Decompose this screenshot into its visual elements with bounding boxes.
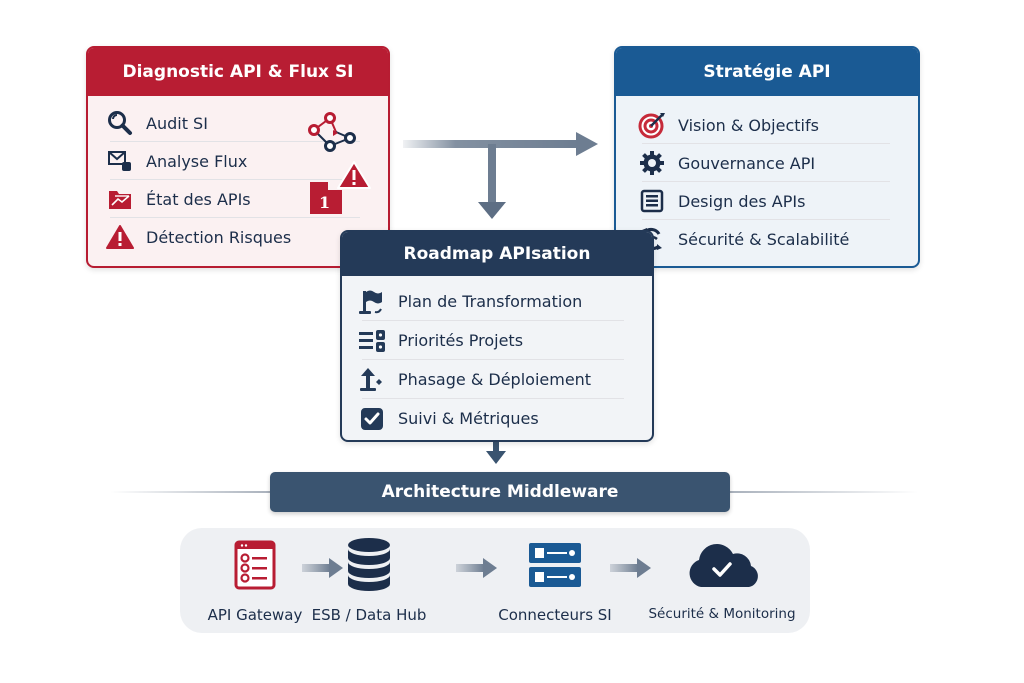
roadmap-item-label: Suivi & Métriques — [398, 409, 539, 428]
strategy-card: Stratégie API Vision & Objectifs Gouvern… — [614, 46, 920, 268]
mail-flow-icon — [106, 147, 134, 175]
arrow-down-head — [478, 202, 506, 219]
deploy-icon — [358, 366, 386, 394]
strategy-item-label: Sécurité & Scalabilité — [678, 229, 850, 249]
middleware-title: Architecture Middleware — [270, 472, 730, 512]
diagnostic-item-etat: État des APIs — [106, 180, 374, 218]
roadmap-item-label: Plan de Transformation — [398, 292, 583, 311]
diagnostic-item-label: Détection Risques — [146, 227, 292, 247]
strategy-item-label: Vision & Objectifs — [678, 115, 819, 135]
strategy-item-vision: Vision & Objectifs — [638, 106, 904, 144]
diagnostic-title: Diagnostic API & Flux SI — [88, 48, 388, 96]
component-securite-monitoring: Sécurité & Monitoring — [644, 536, 800, 622]
strategy-item-label: Gouvernance API — [678, 153, 816, 173]
magnifier-icon — [106, 109, 134, 137]
arrow-down-to-middleware — [486, 440, 506, 464]
strategy-item-design: Design des APIs — [638, 182, 904, 220]
component-api-gateway: API Gateway — [180, 536, 330, 624]
diagnostic-item-audit: Audit SI — [106, 104, 374, 142]
roadmap-item-label: Priorités Projets — [398, 331, 524, 350]
strategy-item-securite: Sécurité & Scalabilité — [638, 220, 904, 258]
strategy-title: Stratégie API — [616, 48, 918, 96]
flag-icon — [358, 288, 386, 316]
diagnostic-item-flux: Analyse Flux — [106, 142, 374, 180]
roadmap-item-priorites: Priorités Projets — [358, 321, 638, 360]
component-label: API Gateway — [207, 606, 303, 624]
arrow-right-icon — [302, 558, 343, 578]
arrow-right-icon — [456, 558, 497, 578]
diagnostic-item-label: Audit SI — [146, 113, 208, 133]
document-list-icon — [638, 187, 666, 215]
roadmap-item-plan: Plan de Transformation — [358, 282, 638, 321]
checkbox-icon — [358, 405, 386, 433]
component-label: ESB / Data Hub — [311, 606, 427, 624]
middleware-components: API Gateway ESB / Data Hub — [180, 528, 810, 633]
warning-icon — [106, 223, 134, 251]
diagnostic-item-label: État des APIs — [146, 189, 251, 209]
priority-list-icon — [358, 327, 386, 355]
strategy-item-label: Design des APIs — [678, 191, 806, 211]
folder-chart-icon — [106, 185, 134, 213]
component-label: Connecteurs SI — [498, 606, 612, 624]
arrow-right-head — [576, 132, 598, 156]
arrow-right-icon — [610, 558, 651, 578]
risk-badge-number: 1 — [319, 193, 330, 212]
roadmap-item-phasage: Phasage & Déploiement — [358, 360, 638, 399]
arrow-down-shaft — [488, 144, 496, 204]
component-esb: ESB / Data Hub — [294, 536, 444, 624]
component-connecteurs: Connecteurs SI — [480, 536, 630, 624]
component-label: Sécurité & Monitoring — [648, 606, 796, 622]
diagnostic-card: Diagnostic API & Flux SI Audit SI Analys… — [86, 46, 390, 268]
risk-badge-icon: 1 — [310, 161, 371, 214]
divider-right — [728, 491, 918, 493]
roadmap-item-label: Phasage & Déploiement — [398, 370, 592, 389]
roadmap-title: Roadmap APIsation — [342, 232, 652, 276]
gear-icon — [638, 149, 666, 177]
database-icon — [348, 538, 390, 591]
diagnostic-item-label: Analyse Flux — [146, 151, 248, 171]
server-icon — [529, 543, 581, 587]
roadmap-card: Roadmap APIsation Plan de Transformation… — [340, 230, 654, 442]
target-icon — [638, 111, 666, 139]
gateway-checklist-icon — [234, 540, 276, 590]
strategy-item-gouvernance: Gouvernance API — [638, 144, 904, 182]
diagnostic-item-risques: Détection Risques — [106, 218, 374, 256]
divider-left — [110, 491, 272, 493]
flow-arrows — [403, 132, 598, 219]
network-graph-icon — [308, 112, 356, 152]
cloud-check-icon — [689, 544, 758, 587]
roadmap-item-suivi: Suivi & Métriques — [358, 399, 638, 438]
